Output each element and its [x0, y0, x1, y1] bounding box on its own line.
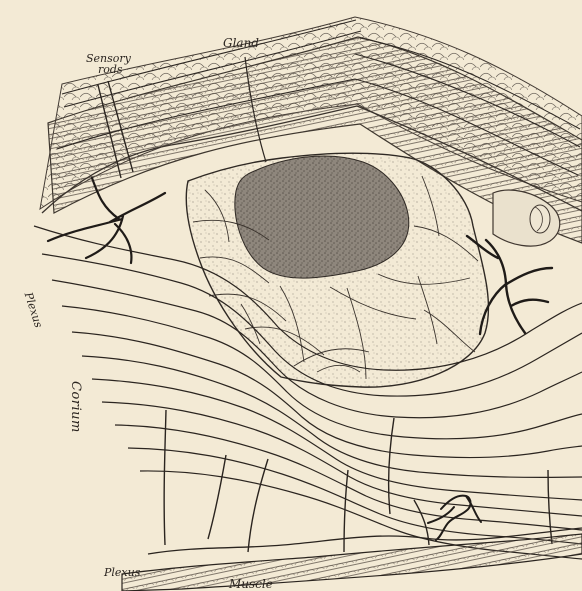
corium-label: Corium	[69, 381, 82, 433]
bottom-plexus-label: Plexus	[104, 567, 140, 578]
muscle-label: Muscle	[229, 578, 273, 590]
gland-dark-core	[235, 156, 409, 278]
gland-label: Gland	[223, 37, 259, 49]
sensory-rods-label-line-2: rods	[98, 64, 123, 75]
